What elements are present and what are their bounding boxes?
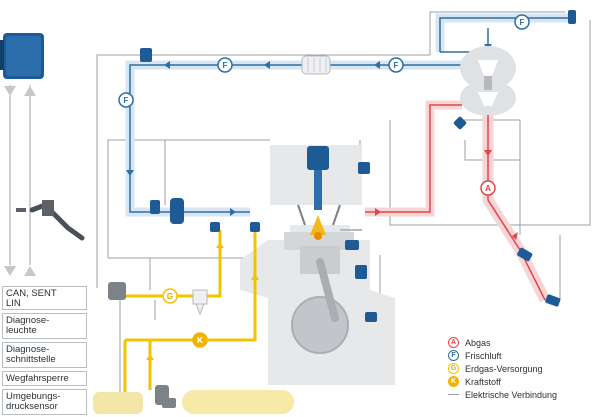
legend-label-exhaust: Abgas [465, 337, 491, 348]
intercooler [301, 55, 331, 75]
badge-exhaust: A [480, 180, 496, 196]
badge-fresh-air-3: F [388, 57, 404, 73]
label-diagnostic-port: Diagnose- schnittstelle [2, 342, 87, 368]
fuel-tank [93, 392, 143, 414]
legend-mark-fresh-air: F [448, 350, 459, 361]
ecu-unit [0, 33, 44, 79]
legend-mark-electric [448, 394, 459, 395]
svg-text:F: F [223, 61, 228, 70]
legend-label-fresh-air: Frischluft [465, 350, 502, 361]
svg-text:F: F [520, 18, 525, 27]
legend-label-gas: Erdgas-Versorgung [465, 363, 543, 374]
badge-fuel: K [192, 332, 208, 348]
gas-filter [192, 289, 208, 316]
signal-arrows [4, 86, 36, 276]
label-immobilizer: Wegfahrsperre [2, 371, 87, 386]
gas-components [108, 282, 176, 408]
svg-text:A: A [485, 184, 491, 193]
legend-mark-fuel: K [448, 376, 459, 387]
turbocharger [460, 46, 516, 116]
gas-arrows [146, 242, 259, 360]
legend-item-exhaust: A Abgas [448, 336, 598, 349]
injector [307, 146, 329, 240]
badge-fresh-air-1: F [514, 14, 530, 30]
svg-text:F: F [124, 96, 129, 105]
legend-label-fuel: Kraftstoff [465, 376, 501, 387]
svg-text:F: F [394, 61, 399, 70]
gas-tank [182, 390, 294, 414]
label-can-bus: CAN, SENT LIN [2, 286, 87, 310]
legend-mark-gas: G [448, 363, 459, 374]
svg-text:K: K [197, 336, 203, 345]
label-diagnostic-lamp: Diagnose- leuchte [2, 313, 87, 339]
legend-item-electric: Elektrische Verbindung [448, 388, 598, 401]
legend-item-fuel: K Kraftstoff [448, 375, 598, 388]
valves [297, 204, 341, 226]
badge-fresh-air-2: F [217, 57, 233, 73]
accelerator-pedal [16, 200, 85, 241]
label-ambient-pressure-sensor: Umgebungs- drucksensor [2, 389, 87, 415]
sensors [117, 10, 576, 414]
legend-mark-exhaust: A [448, 337, 459, 348]
fresh-air-arrows [126, 44, 492, 216]
legend: A Abgas F Frischluft G Erdgas-Versorgung… [448, 336, 598, 401]
legend-item-fresh-air: F Frischluft [448, 349, 598, 362]
legend-item-gas: G Erdgas-Versorgung [448, 362, 598, 375]
badge-fresh-air-4: F [118, 92, 134, 108]
badge-gas: G [162, 288, 178, 304]
legend-label-electric: Elektrische Verbindung [465, 389, 558, 400]
gas-path [123, 230, 257, 392]
exhaust-path [365, 100, 550, 303]
svg-text:G: G [167, 292, 173, 301]
electric-wiring [9, 11, 591, 392]
exhaust-arrows [375, 150, 518, 240]
